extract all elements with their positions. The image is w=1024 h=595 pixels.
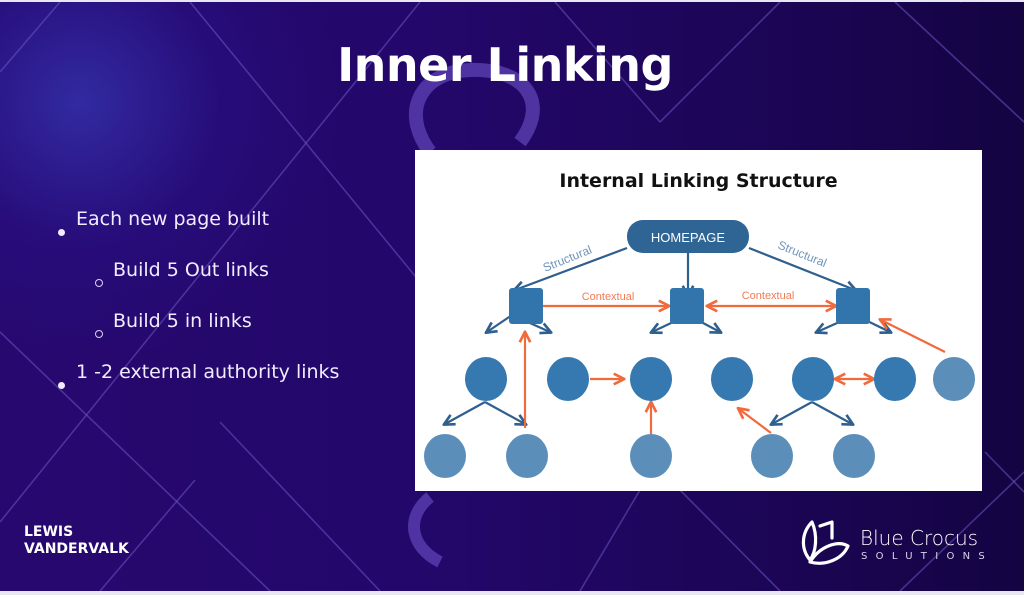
bullet-ring-icon: [93, 256, 113, 287]
bullet-item: Each new page built: [56, 205, 339, 256]
crocus-flower-icon: [801, 520, 850, 565]
category-node: [670, 288, 704, 324]
linking-diagram: Internal Linking Structure: [415, 150, 982, 491]
bg-line: [554, 2, 661, 123]
page-node: [711, 357, 753, 401]
structural-arrow: [445, 401, 486, 424]
homepage-label: HOMEPAGE: [651, 230, 725, 245]
bg-line: [0, 2, 61, 73]
homepage-node: [627, 220, 749, 253]
bg-line: [0, 331, 271, 591]
structural-arrow: [811, 401, 852, 424]
contextual-label: Contextual: [742, 290, 795, 302]
page-node: [792, 357, 834, 401]
bullet-text: Build 5 Out links: [113, 259, 269, 281]
bg-line: [99, 479, 196, 591]
bullet-text: Each new page built: [76, 208, 270, 230]
bg-line: [899, 471, 1024, 591]
bg-swirl: [408, 492, 443, 568]
bg-line: [219, 421, 381, 591]
bg-line: [0, 2, 421, 523]
bullet-list: Each new page built Build 5 Out links Bu…: [56, 205, 339, 409]
contextual-arrow: [881, 320, 946, 353]
slide-title: Inner Linking: [337, 38, 673, 92]
structural-label: Structural: [776, 238, 829, 270]
page-node: [874, 357, 916, 401]
structural-arrow: [484, 401, 525, 424]
structural-arrow: [487, 314, 513, 332]
category-node: [509, 288, 543, 324]
bg-line: [579, 489, 641, 591]
bullet-dot-icon: [56, 205, 76, 236]
bullet-item: Build 5 Out links: [56, 256, 339, 307]
logo-name: Blue Crocus: [860, 526, 979, 550]
bullet-text: Build 5 in links: [113, 310, 252, 332]
bg-line: [679, 489, 781, 591]
bg-line: [984, 451, 1024, 493]
subpage-node: [833, 434, 875, 478]
author-name: LEWIS VANDERVALK: [24, 524, 129, 558]
bg-line: [659, 2, 781, 123]
bullet-dot-icon: [56, 358, 76, 389]
structural-arrow: [748, 246, 855, 290]
bg-line: [189, 2, 421, 283]
bullet-item: 1 -2 external authority links: [56, 358, 339, 409]
structural-arrow: [515, 246, 628, 290]
structural-arrow: [772, 401, 813, 424]
page-node: [630, 357, 672, 401]
category-node: [836, 288, 870, 324]
subpage-node: [751, 434, 793, 478]
bullet-text: 1 -2 external authority links: [76, 361, 340, 383]
bg-swirl: [408, 62, 540, 157]
subpage-node: [506, 434, 548, 478]
contextual-arrow: [739, 409, 772, 434]
contextual-label: Contextual: [582, 291, 635, 303]
subpage-node: [630, 434, 672, 478]
logo-subtitle: SOLUTIONS: [861, 551, 994, 562]
page-node: [465, 357, 507, 401]
orphan-page-node: [933, 357, 975, 401]
bullet-item: Build 5 in links: [56, 307, 339, 358]
company-logo: Blue Crocus SOLUTIONS: [798, 516, 1008, 571]
bullet-ring-icon: [93, 307, 113, 338]
subpage-node: [424, 434, 466, 478]
author-last-name: VANDERVALK: [24, 541, 129, 557]
page-node: [547, 357, 589, 401]
author-first-name: LEWIS: [24, 524, 74, 540]
diagram-canvas: HOMEPAGE Structural Structural Contextua…: [424, 220, 975, 478]
diagram-title: Internal Linking Structure: [559, 170, 838, 192]
bg-line: [894, 2, 1024, 123]
